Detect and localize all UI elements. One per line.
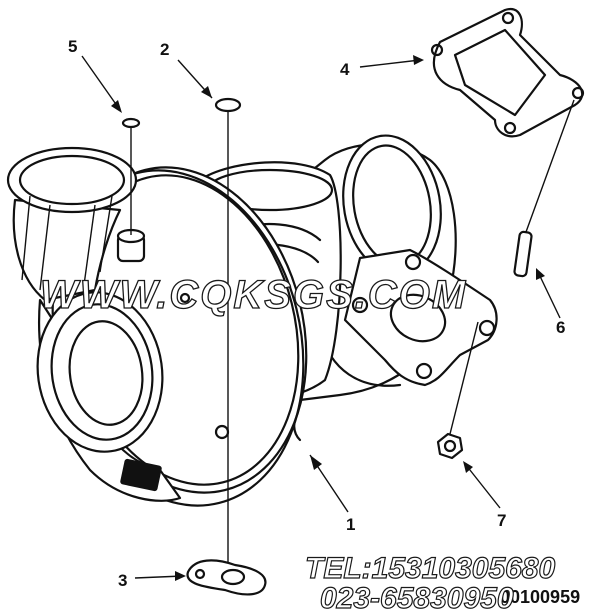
- watermark-url: WWW.CQKSGS.COM: [40, 273, 467, 317]
- callout-leaders: [81, 55, 561, 581]
- part-7-nut: [436, 321, 479, 460]
- callout-3: 3: [118, 571, 127, 590]
- phone-number: TEL:15310305680: [305, 552, 555, 585]
- part-6-stud: [513, 99, 575, 278]
- callout-4: 4: [340, 60, 350, 79]
- callout-1: 1: [346, 515, 355, 534]
- part-2-oring: [214, 97, 242, 565]
- compressor-outlet-elbow: [6, 146, 146, 302]
- turbine-flange: [343, 248, 498, 387]
- phone-number-2: 023-65830950: [320, 582, 514, 615]
- callout-2: 2: [160, 40, 169, 59]
- drawing-reference: 00100959: [500, 587, 580, 607]
- callout-5: 5: [68, 37, 77, 56]
- part-4-gasket: [430, 7, 585, 138]
- part-5-oring: [121, 117, 141, 235]
- part-3-gasket: [186, 559, 267, 596]
- callout-7: 7: [497, 511, 506, 530]
- callout-6: 6: [556, 318, 565, 337]
